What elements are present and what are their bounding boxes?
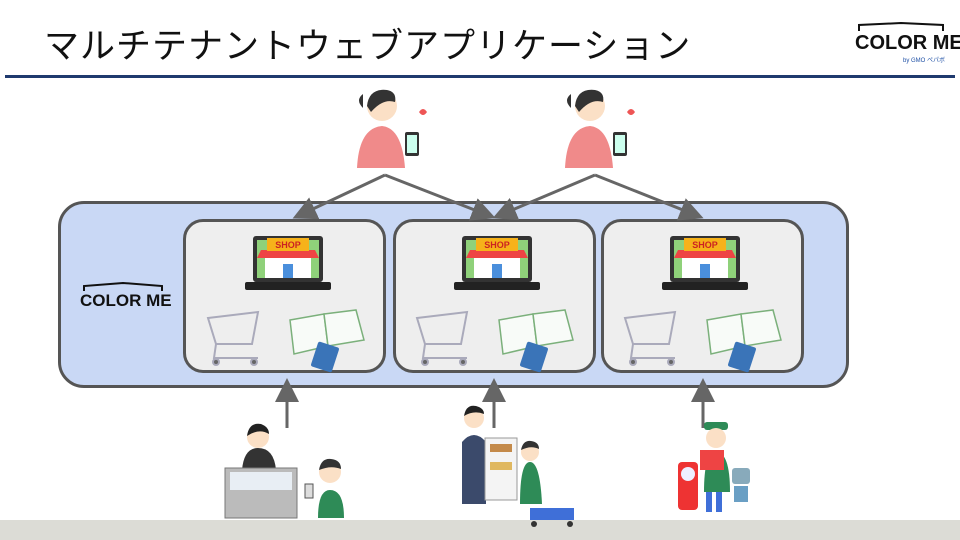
tenant-3-illustrations: SHOP <box>624 236 782 374</box>
svg-text:SHOP: SHOP <box>484 240 510 250</box>
platform-logo: COLOR ME <box>80 282 172 312</box>
shopping-cart-icon <box>624 311 676 366</box>
shopper-with-phone-icon <box>357 89 427 168</box>
roof-icon <box>858 22 944 31</box>
title-divider <box>5 75 955 78</box>
shopping-cart-icon <box>416 311 468 366</box>
ledger-calculator-icon <box>706 309 782 374</box>
svg-text:SHOP: SHOP <box>692 240 718 250</box>
footer-band <box>0 520 960 540</box>
slide-title: マルチテナントウェブアプリケーション <box>44 27 692 67</box>
arrow <box>292 173 386 220</box>
svg-text:SHOP: SHOP <box>275 240 301 250</box>
arrow <box>492 173 596 221</box>
access-arrows <box>275 173 715 428</box>
tenant-2-illustrations: SHOP <box>416 236 574 374</box>
shopping-cart-icon <box>207 311 259 366</box>
toy-store-staff-icon <box>678 422 750 512</box>
arrow <box>384 173 496 221</box>
ledger-calculator-icon <box>498 309 574 374</box>
bakery-staff-icon <box>462 405 574 527</box>
arrow <box>594 173 704 221</box>
jewelry-store-staff-icon <box>224 423 344 519</box>
ledger-calculator-icon <box>289 309 365 374</box>
roof-icon <box>83 282 163 291</box>
header-logo: COLOR ME by GMO ペパボ <box>855 22 960 64</box>
tenant-1-illustrations: SHOP <box>207 236 365 374</box>
shopper-with-phone-icon <box>565 89 635 168</box>
